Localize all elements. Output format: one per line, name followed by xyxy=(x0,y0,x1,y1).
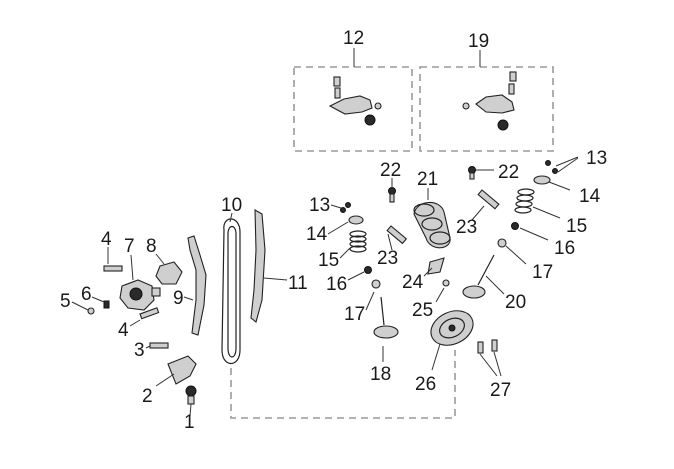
label-21: 21 xyxy=(417,169,438,190)
label-2: 2 xyxy=(142,386,153,407)
camshaft xyxy=(413,201,451,249)
leader-17a xyxy=(365,291,375,311)
tensioner-gasket xyxy=(155,261,183,285)
bolt-25 xyxy=(442,279,450,287)
label-16b: 16 xyxy=(554,238,575,259)
label-4a: 4 xyxy=(101,229,112,250)
label-7: 7 xyxy=(124,236,135,257)
label-5: 5 xyxy=(60,291,71,312)
seal-6 xyxy=(103,300,110,309)
leader-3 xyxy=(145,345,151,349)
timing-chain xyxy=(221,218,241,365)
leader-13b-2 xyxy=(557,157,579,173)
leader-9 xyxy=(183,296,194,301)
rocker-shaft-left xyxy=(386,225,408,245)
leader-5 xyxy=(71,301,89,311)
tensioner-guide xyxy=(187,235,207,336)
retainer-plate-24 xyxy=(427,257,445,275)
leader-20 xyxy=(485,275,505,295)
bolt-22-right xyxy=(468,166,476,180)
leader-25 xyxy=(435,287,445,303)
label-16a: 16 xyxy=(326,274,347,295)
label-12: 12 xyxy=(343,28,364,49)
label-6: 6 xyxy=(81,284,92,305)
label-8: 8 xyxy=(146,236,157,257)
leader-15a xyxy=(339,247,351,259)
leader-13b-1 xyxy=(555,156,579,167)
bolt-lower xyxy=(139,307,160,320)
leader-2 xyxy=(155,373,175,387)
cam-sprocket xyxy=(430,310,474,346)
leader-26 xyxy=(431,343,441,371)
leader-7 xyxy=(130,254,134,281)
chain-tensioner xyxy=(119,279,161,311)
leader-10 xyxy=(229,212,233,223)
valve-train-right xyxy=(462,160,558,299)
label-10: 10 xyxy=(221,195,242,216)
leader-27a xyxy=(479,353,498,377)
leader-14a xyxy=(327,221,349,235)
rocker-arm-right xyxy=(462,71,517,131)
bolt-1 xyxy=(185,385,197,405)
leader-23a xyxy=(387,233,393,251)
bolt-upper xyxy=(103,265,123,272)
label-3: 3 xyxy=(134,340,145,361)
label-4b: 4 xyxy=(118,320,129,341)
label-22a: 22 xyxy=(380,160,401,181)
leader-23b xyxy=(471,205,485,221)
label-17b: 17 xyxy=(532,262,553,283)
label-18: 18 xyxy=(370,364,391,385)
leader-17b xyxy=(505,245,527,265)
label-27: 27 xyxy=(490,380,511,401)
valve-train-left xyxy=(340,202,399,339)
rocker-arm-group-box-left xyxy=(293,66,413,152)
label-23a: 23 xyxy=(377,248,398,269)
label-15b: 15 xyxy=(566,216,587,237)
label-15a: 15 xyxy=(318,250,339,271)
leader-1 xyxy=(189,403,192,417)
leader-27b xyxy=(493,351,502,377)
leader-13a xyxy=(330,204,342,209)
pin-3 xyxy=(149,342,169,349)
label-14a: 14 xyxy=(306,224,328,245)
label-14b: 14 xyxy=(579,186,601,207)
leader-11 xyxy=(263,277,288,281)
leader-16b xyxy=(519,227,549,241)
washer-5 xyxy=(87,307,95,315)
label-23b: 23 xyxy=(456,217,477,238)
leader-14b xyxy=(548,181,571,191)
label-24: 24 xyxy=(402,272,424,293)
label-13a: 13 xyxy=(309,195,330,216)
rocker-arm-group-box-right xyxy=(419,66,554,152)
rocker-arm-left xyxy=(328,76,382,126)
chain-guide xyxy=(250,209,266,323)
bracket-2 xyxy=(167,355,197,385)
label-26: 26 xyxy=(415,374,436,395)
rocker-shaft-right xyxy=(477,189,500,210)
leader-4b xyxy=(129,319,141,327)
label-9: 9 xyxy=(173,288,184,309)
label-1: 1 xyxy=(184,412,195,433)
leader-15b xyxy=(532,206,561,219)
leader-24 xyxy=(423,267,433,277)
leader-16a xyxy=(347,271,365,281)
label-13b: 13 xyxy=(586,148,607,169)
leader-6 xyxy=(91,296,105,303)
bolt-22-left xyxy=(388,187,396,203)
label-11: 11 xyxy=(288,273,308,294)
label-17a: 17 xyxy=(344,304,365,325)
label-20: 20 xyxy=(505,292,526,313)
label-22b: 22 xyxy=(498,162,519,183)
chain-to-sprocket-dashed-link xyxy=(230,350,456,419)
leader-8 xyxy=(155,253,165,265)
label-25: 25 xyxy=(412,300,433,321)
bolts-27 xyxy=(477,339,498,354)
label-19: 19 xyxy=(468,31,489,52)
